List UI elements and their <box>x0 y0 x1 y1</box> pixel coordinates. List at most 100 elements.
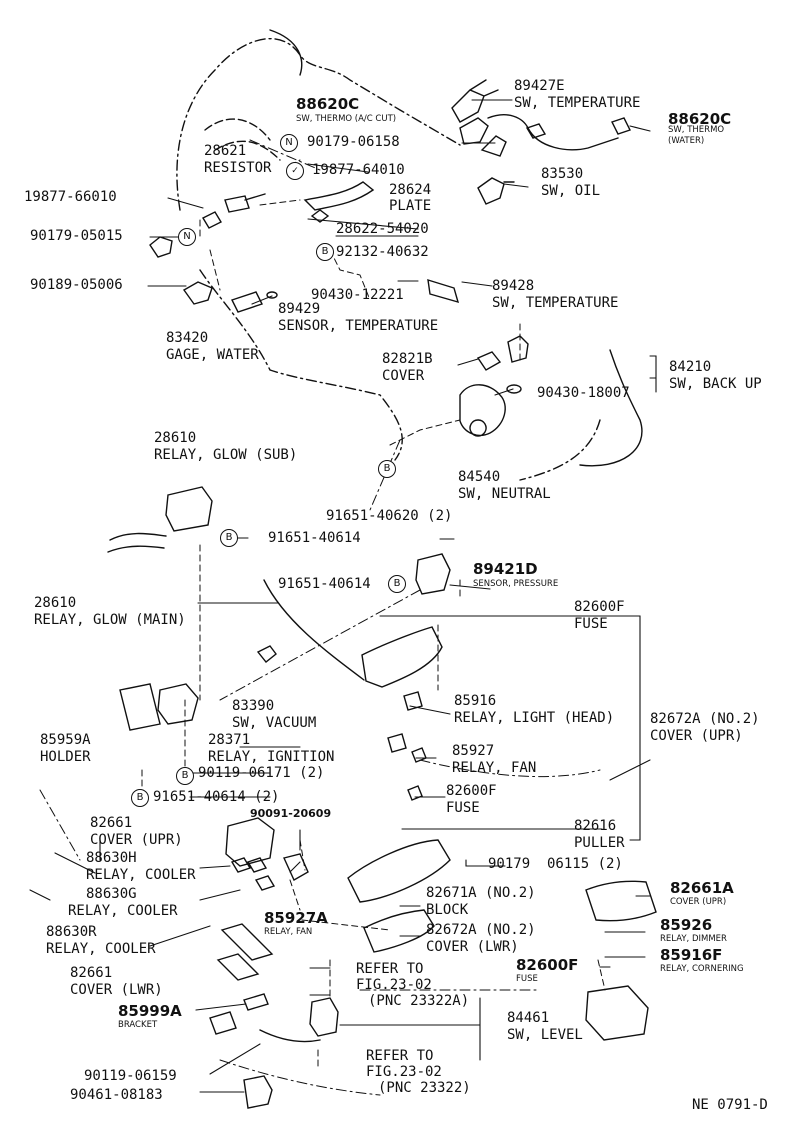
part-code: 85999A <box>118 1002 182 1020</box>
part-code: 28622-54020 <box>336 221 429 237</box>
part-name: RELAY, GLOW (MAIN) <box>34 612 186 628</box>
part-name: SENSOR, PRESSURE <box>473 579 559 589</box>
part-name: BLOCK <box>426 902 469 918</box>
part-code: 85927 <box>452 743 495 759</box>
part-name: COVER (UPR) <box>670 897 727 907</box>
part-name: GAGE, WATER <box>166 347 259 363</box>
part-name: RELAY, CORNERING <box>660 964 744 974</box>
part-code: 82600F <box>516 956 579 974</box>
part-code: 83530 <box>541 166 584 182</box>
part-code: 85926 <box>660 916 713 934</box>
part-name: SW, THERMO (A/C CUT) <box>296 114 397 124</box>
part-code: 82600F <box>446 783 497 799</box>
part-name: HOLDER <box>40 749 91 765</box>
part-name: FUSE <box>446 800 480 816</box>
part-code: 89427E <box>514 78 565 94</box>
part-name: COVER (UPR) <box>650 728 743 744</box>
part-name: RELAY, IGNITION <box>208 749 335 765</box>
sketch-90461 <box>243 1075 273 1109</box>
part-code: 28621 <box>204 143 247 159</box>
bolt-symbol-icon: B <box>176 767 194 785</box>
part-code: 89421D <box>473 560 538 578</box>
part-name: RELAY, COOLER <box>68 903 178 919</box>
part-name: RELAY, DIMMER <box>660 934 727 944</box>
part-code: 82672A (NO.2) <box>650 711 760 727</box>
sketch-85916 <box>403 691 423 711</box>
reference-note-line2: FIG.23-02 <box>366 1064 442 1080</box>
part-name: SW, BACK UP <box>669 376 762 392</box>
part-code: 89429 <box>278 301 321 317</box>
part-name: RELAY, FAN <box>264 927 313 937</box>
part-name: RELAY, COOLER <box>46 941 156 957</box>
nut-symbol-icon: N <box>178 228 196 246</box>
part-code: 90430-18007 <box>537 385 630 401</box>
reference-note-line3: (PNC 23322A) <box>368 993 470 1009</box>
bolt-symbol-icon: B <box>388 575 406 593</box>
part-code: 90119-06159 <box>84 1068 177 1084</box>
sketch-82661A <box>585 880 657 922</box>
sketch-82672A-lwr <box>363 909 435 953</box>
sketch-88620C-water <box>480 117 631 157</box>
reference-note-line2: FIG.23-02 <box>356 977 432 993</box>
part-code: 85916F <box>660 946 723 964</box>
sketch-28621 <box>202 195 250 229</box>
sketch-82671A <box>347 839 451 903</box>
part-code: 91651-40614 <box>268 530 361 546</box>
diagram-id: NE 0791-D <box>692 1097 768 1113</box>
sketch-89427E <box>451 79 499 123</box>
nut-symbol-icon: ✓ <box>286 162 304 180</box>
sketch-83530 <box>477 177 515 205</box>
part-name: COVER (LWR) <box>426 939 519 955</box>
part-name: SW, THERMO <box>668 125 725 135</box>
part-code: 91651-40614 (2) <box>153 789 280 805</box>
part-code: 88630H <box>86 850 137 866</box>
part-code: 83390 <box>232 698 275 714</box>
part-code: 28610 <box>34 595 77 611</box>
part-name: BRACKET <box>118 1020 158 1030</box>
part-code: 85927A <box>264 909 328 927</box>
part-code: 82661 <box>70 965 113 981</box>
part-name: SW, LEVEL <box>507 1027 583 1043</box>
part-code: 84461 <box>507 1010 550 1026</box>
sketch-82661-lwr <box>216 923 274 981</box>
sketch-82661-upr <box>225 817 275 867</box>
sketch-fuse-block <box>585 985 649 1041</box>
part-name: SW, NEUTRAL <box>458 486 551 502</box>
sketch-28610-sub <box>107 486 213 553</box>
part-name: RESISTOR <box>204 160 272 176</box>
part-name: COVER <box>382 368 425 384</box>
bolt-symbol-icon: B <box>220 529 238 547</box>
part-name: COVER (UPR) <box>90 832 183 848</box>
part-code: 90091-20609 <box>250 807 332 820</box>
part-code: 91651-40614 <box>278 576 371 592</box>
part-name: PULLER <box>574 835 625 851</box>
part-code: 19877-66010 <box>24 189 117 205</box>
part-name: SENSOR, TEMPERATURE <box>278 318 439 334</box>
sketch-85999A <box>209 1011 237 1035</box>
sketch-89421D <box>415 553 451 595</box>
sketch-89429 <box>231 291 263 313</box>
sketch-88630G <box>254 875 276 891</box>
part-code: 82600F <box>574 599 625 615</box>
sketch-28624 <box>303 181 375 211</box>
part-code: 83420 <box>166 330 209 346</box>
part-code: 28610 <box>154 430 197 446</box>
sketch-88630H <box>230 857 268 873</box>
bolt-symbol-icon: B <box>131 789 149 807</box>
sketch-83390 <box>256 645 277 663</box>
part-code: 28371 <box>208 732 251 748</box>
part-name: FUSE <box>574 616 608 632</box>
part-code: 28624 <box>389 182 432 198</box>
sketch-85927 <box>411 747 427 763</box>
part-name: COVER (LWR) <box>70 982 163 998</box>
part-name: SW, OIL <box>541 183 601 199</box>
engine-outline <box>176 37 461 461</box>
reference-note-line1: REFER TO <box>356 961 424 977</box>
part-code: 82671A (NO.2) <box>426 885 536 901</box>
part-code: 90189-05006 <box>30 277 123 293</box>
sketch-28371 <box>387 733 407 753</box>
part-code: 91651-40620 (2) <box>326 508 453 524</box>
part-name: FUSE <box>516 974 538 984</box>
